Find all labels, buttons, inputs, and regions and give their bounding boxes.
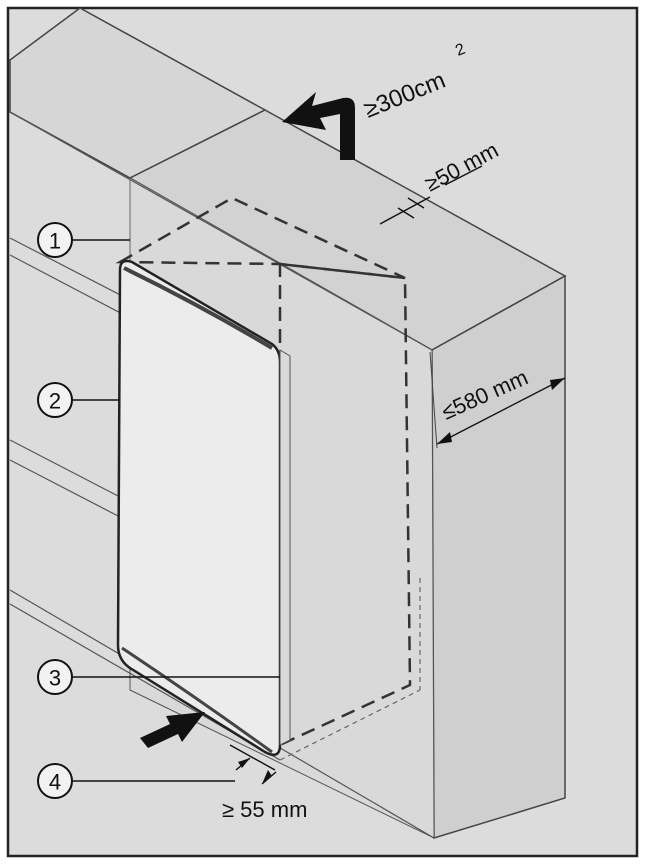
depth-dimension-line: [436, 377, 566, 445]
callout-4-number: 4: [49, 770, 61, 795]
wall-line: [9, 439, 121, 498]
callout-1: 1: [37, 222, 73, 258]
air-intake-arrow-icon: [140, 712, 205, 748]
door-handle-edge: [123, 266, 274, 350]
depth-arrow-right: [550, 378, 565, 390]
vent-arrow-icon: [282, 92, 355, 160]
depth-arrow-left: [437, 432, 452, 444]
appliance-dashed-top: [115, 196, 406, 280]
callout-1-number: 1: [49, 229, 61, 254]
wall-line: [9, 237, 131, 301]
housing-side-panel: [431, 274, 566, 840]
wall-line: [9, 111, 433, 351]
callout-2-number: 2: [49, 389, 61, 414]
callout-3: 3: [37, 659, 73, 695]
callout-4: 4: [37, 763, 73, 799]
bottom-gap-arrow: [238, 758, 250, 768]
bottom-gap-arrow: [262, 770, 272, 784]
top-gap-tick: [407, 197, 425, 209]
door-bottom-edge: [121, 646, 273, 754]
wall-line: [9, 459, 121, 518]
wall-line: [9, 254, 131, 319]
depth-extension: [429, 351, 438, 449]
top-gap-tick: [397, 207, 415, 219]
callout-2: 2: [37, 382, 73, 418]
bottom-gap-label: ≥ 55 mm: [222, 797, 307, 822]
callout-3-number: 3: [49, 666, 61, 691]
appliance-side: [279, 349, 291, 746]
top-gap-leader: [444, 165, 483, 186]
bottom-dashed: [279, 689, 421, 761]
upper-cabinet: [9, 7, 267, 179]
top-gap-line: [379, 196, 431, 225]
bottom-gap-line: [229, 744, 276, 771]
